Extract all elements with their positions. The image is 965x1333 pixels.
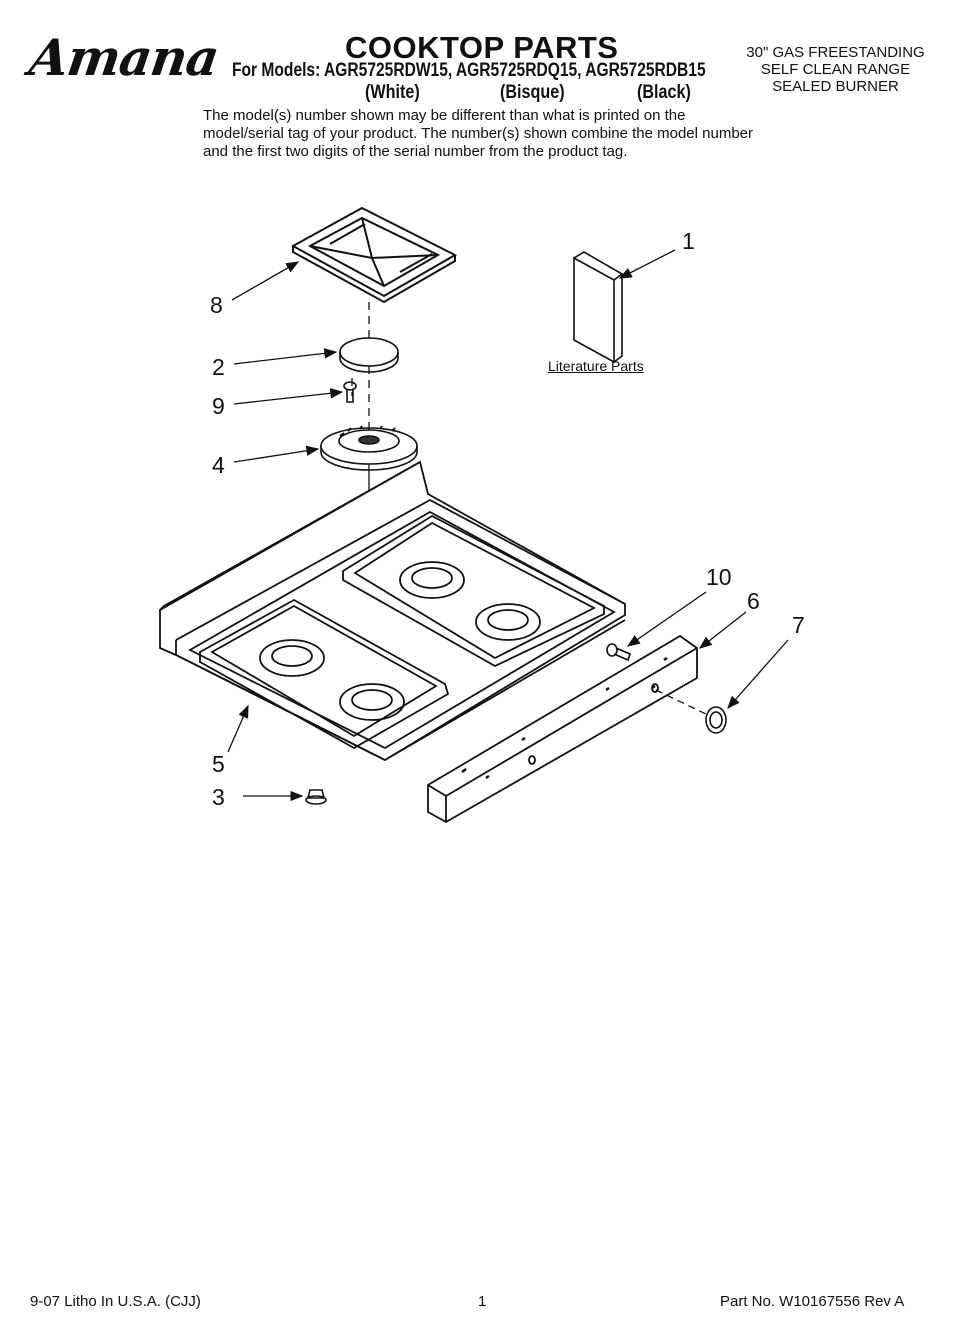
color-white: (White) <box>365 82 420 103</box>
page-number: 1 <box>478 1293 487 1310</box>
product-type-line-1: 30" GAS FREESTANDING <box>746 44 925 61</box>
part-number: Part No. W10167556 Rev A <box>720 1293 905 1310</box>
callout-6: 6 <box>747 588 760 614</box>
callout-5: 5 <box>212 751 225 777</box>
burner-screw <box>343 381 357 403</box>
callout-2: 2 <box>212 354 225 380</box>
model-description: The model(s) number shown may be differe… <box>203 107 753 160</box>
callout-9: 9 <box>212 393 225 419</box>
cooktop <box>159 460 626 762</box>
orifice-hood <box>305 789 327 805</box>
callout-3: 3 <box>212 784 225 810</box>
page-title: COOKTOP PARTS <box>345 30 619 65</box>
product-type-line-3: SEALED BURNER <box>772 78 899 95</box>
literature-parts-label: Literature Parts <box>548 358 644 374</box>
control-knob <box>705 706 727 734</box>
footer-litho: 9-07 Litho In U.S.A. (CJJ) <box>30 1293 201 1310</box>
callout-7: 7 <box>792 612 805 638</box>
callout-8: 8 <box>210 292 223 318</box>
color-black: (Black) <box>637 82 691 103</box>
literature-part <box>573 251 624 364</box>
burner-base <box>320 425 418 471</box>
product-type: 30" GAS FREESTANDING SELF CLEAN RANGE SE… <box>738 44 933 95</box>
color-bisque: (Bisque) <box>500 82 565 103</box>
callout-10: 10 <box>706 564 732 590</box>
models-line: For Models: AGR5725RDW15, AGR5725RDQ15, … <box>232 60 706 81</box>
manifold-panel <box>427 634 698 824</box>
burner-grate <box>290 206 458 304</box>
manifold-bolt <box>606 643 631 662</box>
product-type-line-2: SELF CLEAN RANGE <box>760 61 911 78</box>
callout-4: 4 <box>212 452 225 478</box>
callout-1: 1 <box>682 228 695 254</box>
